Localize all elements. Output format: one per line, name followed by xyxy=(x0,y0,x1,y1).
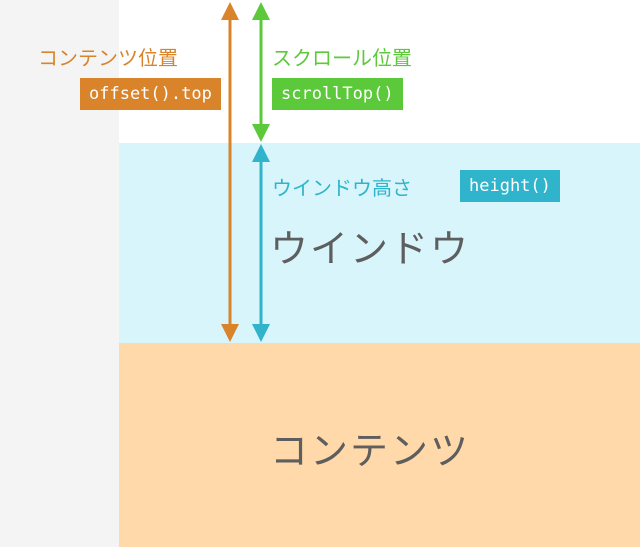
height-label: ウインドウ高さ xyxy=(272,176,412,200)
offset-badge: offset().top xyxy=(80,78,221,110)
content-region-label: コンテンツ xyxy=(270,429,471,473)
window-region-label: ウインドウ xyxy=(270,227,471,271)
scroll-label: スクロール位置 xyxy=(272,46,412,70)
offset-arrow xyxy=(221,2,239,342)
offset-label: コンテンツ位置 xyxy=(38,46,178,70)
scroll-arrow xyxy=(252,2,270,142)
height-badge: height() xyxy=(460,170,560,202)
scroll-badge: scrollTop() xyxy=(272,78,403,110)
height-arrow xyxy=(252,144,270,342)
content-region xyxy=(119,343,640,547)
